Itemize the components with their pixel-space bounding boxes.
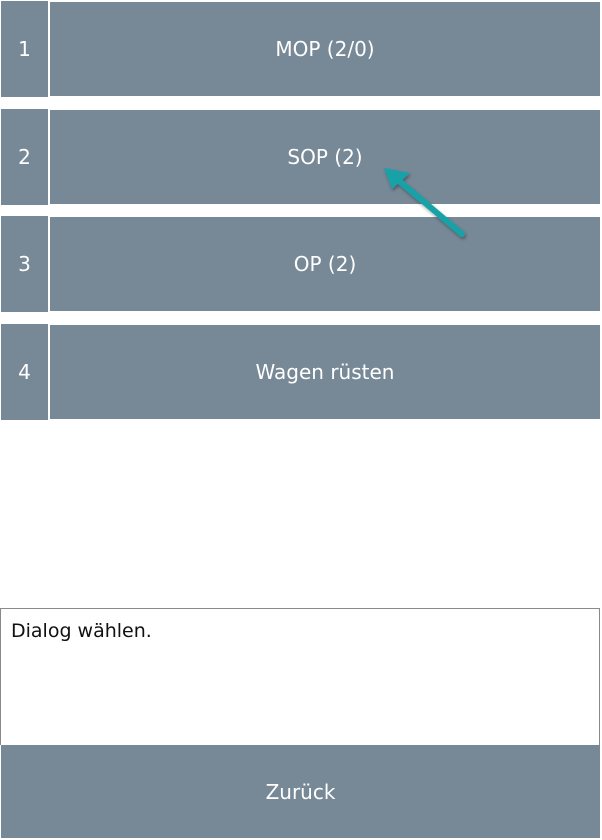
message-text: Dialog wählen.	[11, 620, 152, 642]
menu-item-op[interactable]: OP (2)	[50, 217, 600, 311]
menu-number-2[interactable]: 2	[1, 109, 48, 205]
menu-item-sop[interactable]: SOP (2)	[50, 110, 600, 204]
menu-item-mop[interactable]: MOP (2/0)	[50, 2, 600, 96]
back-button[interactable]: Zurück	[1, 745, 600, 838]
menu-number-3[interactable]: 3	[1, 216, 48, 312]
message-box: Dialog wählen.	[0, 608, 600, 745]
menu-number-1[interactable]: 1	[1, 1, 48, 97]
menu-number-4[interactable]: 4	[1, 324, 48, 420]
menu-item-wagen-ruesten[interactable]: Wagen rüsten	[50, 325, 600, 419]
